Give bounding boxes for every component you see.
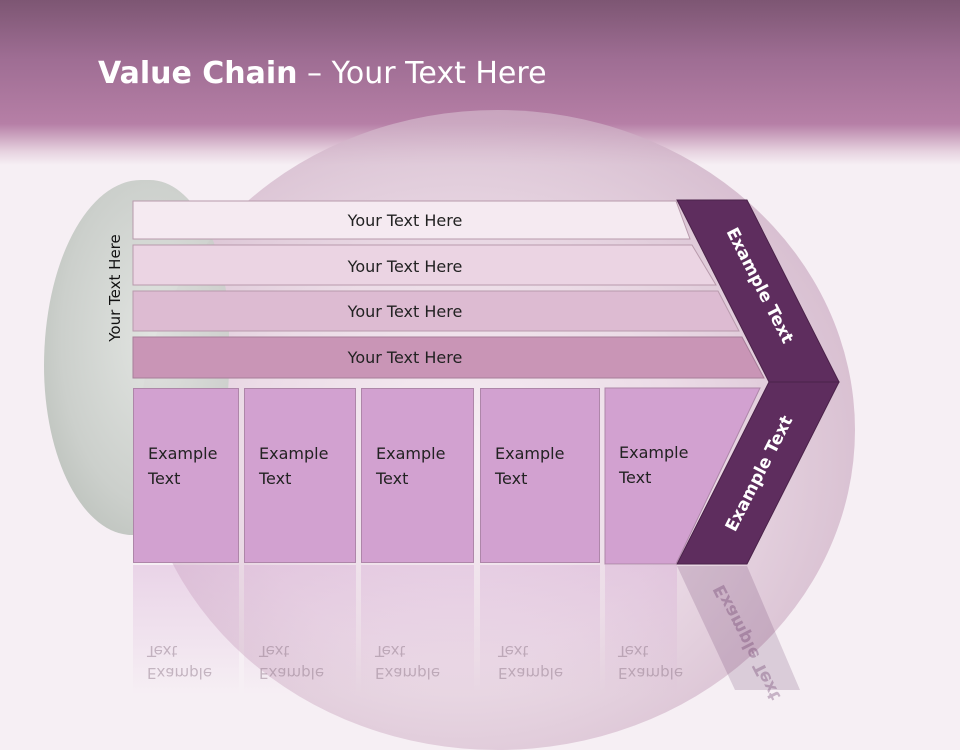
box-reflection-1 (133, 565, 239, 695)
slide-title: Value Chain – Your Text Here (98, 56, 547, 91)
row-shape-4 (132, 336, 765, 379)
box-5-line2: Text (619, 468, 652, 487)
box-3-line2: Text (376, 469, 409, 488)
box-reflection-5 (605, 565, 677, 695)
row-4: Your Text Here (133, 337, 693, 377)
row-3-label: Your Text Here (347, 301, 463, 321)
row-shape-2 (132, 244, 717, 286)
row-1-label: Your Text Here (347, 210, 463, 230)
box-2-line1: Example (259, 444, 329, 463)
arrow-bottom-band (676, 381, 840, 565)
box-3-line1: Example (376, 444, 446, 463)
box-reflection-4 (480, 565, 600, 695)
box-1-line2: Text (148, 469, 181, 488)
row-shape-1 (132, 200, 691, 240)
box-4-line1: Example (495, 444, 565, 463)
title-rest: – Your Text Here (297, 56, 547, 91)
box-5-line1: Example (619, 443, 689, 462)
row-3: Your Text Here (133, 291, 693, 331)
title-bold: Value Chain (98, 56, 298, 91)
row-2-label: Your Text Here (347, 256, 463, 276)
row-2: Your Text Here (133, 246, 693, 286)
arrow-reflection (677, 566, 800, 690)
row-4-label: Your Text Here (347, 347, 463, 367)
row-shape-3 (132, 290, 740, 332)
box-5-shape (604, 387, 761, 565)
box-2-line2: Text (259, 469, 292, 488)
box-1-line1: Example (148, 444, 218, 463)
box-reflection-2 (244, 565, 356, 695)
rows-shapes (132, 200, 765, 379)
row-1: Your Text Here (133, 200, 693, 240)
box-5-polygon (604, 387, 761, 565)
box-4-line2: Text (495, 469, 528, 488)
box-reflection-3 (361, 565, 474, 695)
